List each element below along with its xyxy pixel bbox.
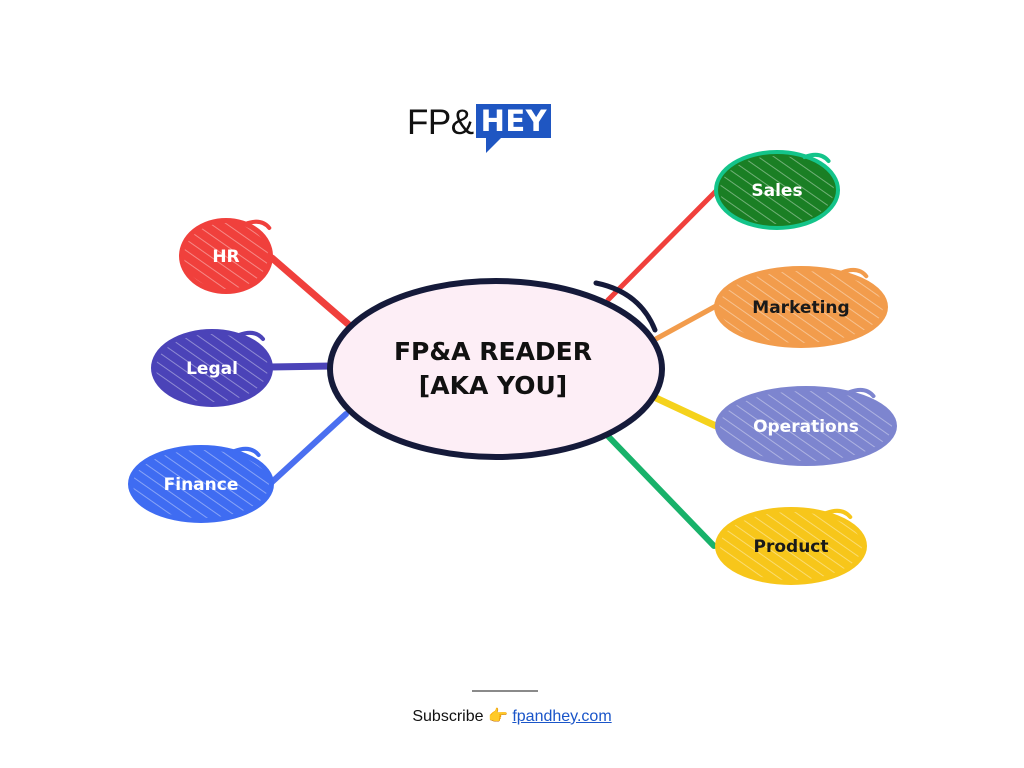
- node-marketing: Marketing: [714, 266, 888, 348]
- node-marketing-hatch: [719, 271, 883, 343]
- node-product-tail: [824, 508, 853, 520]
- node-finance-tail: [232, 446, 261, 458]
- node-operations-hatch: [720, 391, 892, 461]
- node-hr-tail: [243, 219, 272, 230]
- node-hr: HR: [179, 218, 273, 294]
- pointing-hand-icon: 👉: [487, 708, 508, 725]
- node-finance-label: Finance: [164, 475, 239, 495]
- node-operations-label: Operations: [753, 417, 859, 437]
- node-finance: Finance: [128, 445, 274, 523]
- node-product-hatch: [720, 512, 862, 580]
- fpandhey-logo: FP& HEY: [407, 103, 552, 156]
- footer-link[interactable]: fpandhey.com: [512, 708, 612, 725]
- node-hr-hatch: [184, 223, 268, 289]
- connector-lines: [266, 187, 720, 549]
- node-product: Product: [715, 507, 867, 585]
- node-sales-hatch: [720, 156, 834, 224]
- connector-legal: [266, 362, 336, 371]
- node-marketing-label: Marketing: [752, 298, 849, 318]
- central-node: FP&A READER [AKA YOU]: [327, 278, 665, 460]
- connector-product: [603, 431, 717, 549]
- connector-sales: [605, 187, 720, 303]
- speech-bubble-tail-icon: [485, 137, 502, 153]
- central-node-line1: FP&A READER: [394, 337, 592, 366]
- node-operations: Operations: [715, 386, 897, 466]
- connector-operations: [652, 394, 720, 430]
- node-sales: Sales: [714, 150, 840, 230]
- node-sales-label: Sales: [751, 181, 802, 201]
- logo-badge-text: HEY: [480, 104, 548, 138]
- node-finance-hatch: [133, 450, 269, 518]
- node-legal-hatch: [156, 334, 268, 402]
- connector-marketing: [651, 303, 719, 343]
- footer-subscribe-text: Subscribe: [412, 708, 484, 725]
- node-hr-label: HR: [212, 247, 239, 267]
- connector-finance: [269, 411, 349, 485]
- node-legal: Legal: [151, 329, 273, 407]
- footer: Subscribe 👉 fpandhey.com: [0, 706, 1024, 726]
- connector-hr: [268, 254, 352, 328]
- node-legal-tail: [237, 330, 265, 342]
- node-operations-tail: [847, 387, 876, 399]
- node-sales-tail: [802, 152, 831, 164]
- central-node-stroke-tail: [593, 280, 658, 333]
- node-marketing-tail: [840, 267, 869, 279]
- node-product-label: Product: [754, 537, 829, 557]
- logo-badge: HEY: [475, 104, 552, 153]
- central-node-line2: [AKA YOU]: [419, 371, 567, 400]
- central-node-shape: [327, 278, 665, 460]
- logo-text: FP&: [407, 103, 474, 142]
- footer-divider: [472, 690, 538, 692]
- node-legal-label: Legal: [186, 359, 238, 379]
